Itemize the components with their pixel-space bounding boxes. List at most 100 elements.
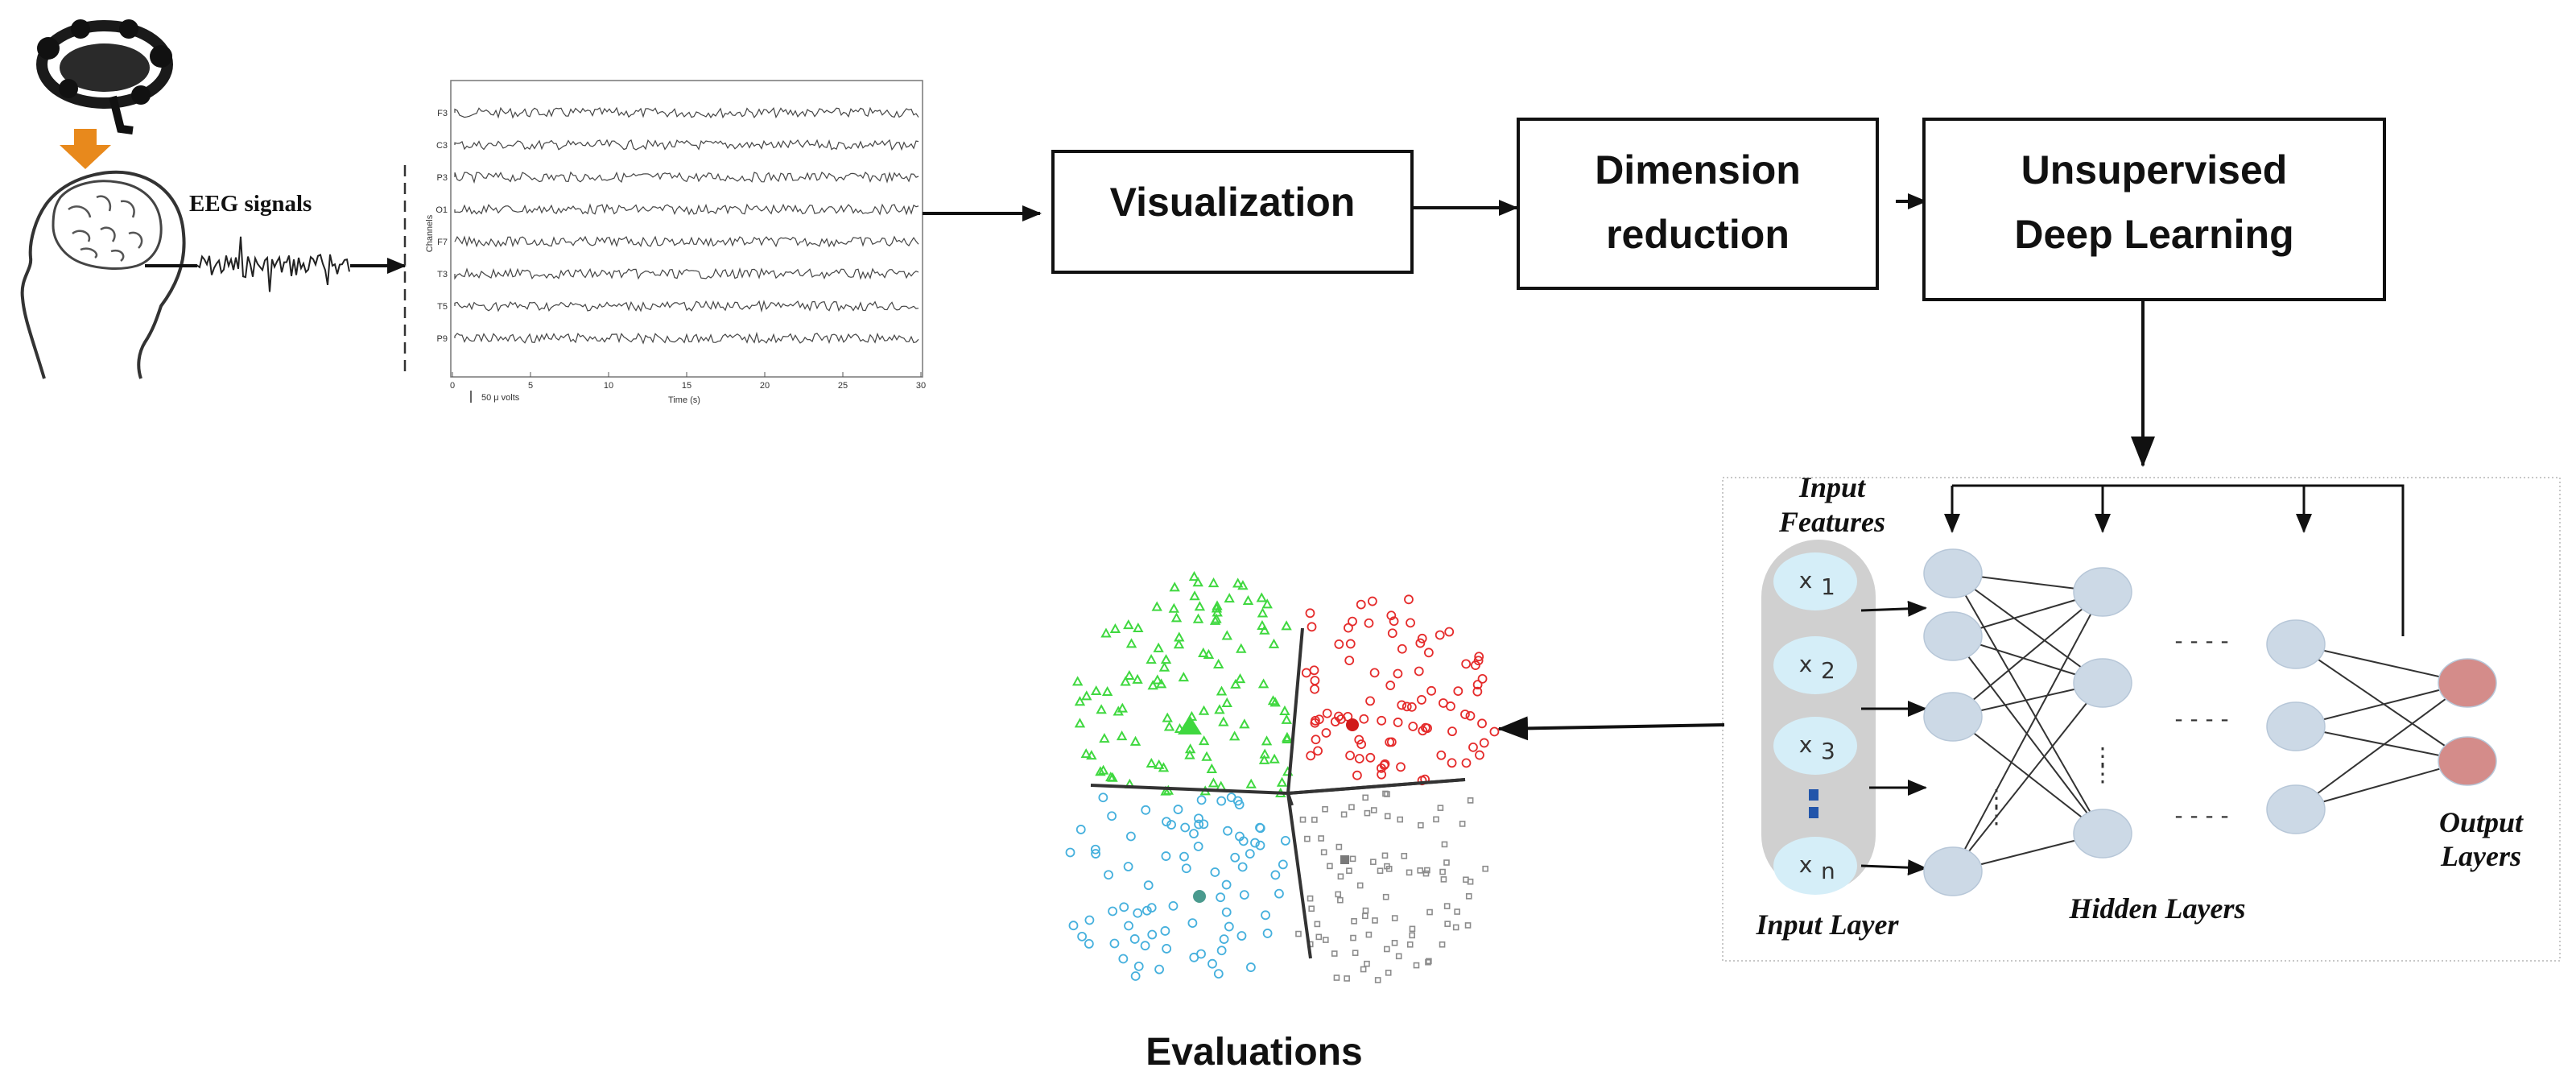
network-edge [2295, 760, 2468, 810]
cluster-point [1216, 796, 1227, 806]
x-tick-label: 25 [838, 381, 848, 391]
cluster-point [1304, 835, 1311, 842]
cluster-point [1161, 851, 1171, 861]
cluster-point [1198, 735, 1210, 746]
cluster-point [1130, 971, 1141, 981]
hidden-node [1923, 846, 1983, 896]
cluster-point [1147, 680, 1158, 690]
cluster-point [1071, 676, 1084, 686]
cluster-point [1140, 941, 1150, 951]
cluster-point [1109, 938, 1120, 949]
cluster-point [1141, 905, 1152, 916]
cluster-point [1345, 639, 1356, 649]
cluster-point [1447, 758, 1457, 768]
cluster-point [1099, 733, 1110, 743]
cluster-point [1406, 701, 1417, 712]
cluster-point [1370, 807, 1377, 813]
cluster-point [1109, 623, 1121, 634]
cluster-evaluation-plot [1065, 571, 1500, 983]
network-edge [1952, 682, 2103, 872]
eeg-headset-icon [36, 19, 173, 134]
cluster-point [1242, 594, 1254, 606]
cluster-point [1124, 921, 1133, 931]
cluster-point [1384, 863, 1390, 870]
hidden-col1-ellipsis: ⋮ [1985, 784, 2008, 811]
cluster-point [1337, 873, 1344, 880]
cluster-point [1188, 571, 1200, 581]
cluster-point [1198, 647, 1209, 657]
cluster-point [1386, 610, 1397, 621]
cluster-point [1337, 896, 1344, 904]
cluster-point [1173, 805, 1183, 814]
cluster-point [1467, 797, 1474, 804]
input-layer-label: Input Layer [1755, 908, 1899, 941]
cluster-point [1153, 642, 1164, 652]
cluster-point [1129, 934, 1140, 944]
cluster-point [1123, 862, 1133, 871]
cluster-point [1146, 903, 1157, 913]
cluster-point [1118, 954, 1129, 964]
cluster-point [1362, 794, 1368, 801]
cluster-point [1199, 819, 1209, 830]
cluster-point [1365, 931, 1373, 938]
cluster-point [1401, 853, 1408, 859]
eeg-channel-label: C3 [436, 141, 448, 151]
cluster-point [1184, 743, 1196, 754]
cluster-point [1299, 816, 1307, 823]
cluster-point [1221, 697, 1232, 707]
hidden-node [2073, 567, 2132, 617]
cluster-point [1471, 660, 1480, 670]
cluster-point [1418, 726, 1428, 736]
cluster-point [1365, 752, 1376, 763]
raw-eeg-waveform [196, 236, 350, 292]
cluster-point [1162, 712, 1173, 722]
cluster-point [1098, 792, 1108, 803]
cluster-point [1068, 921, 1079, 931]
cluster-point [1479, 738, 1489, 748]
cluster-point [1257, 607, 1269, 618]
network-edge [1952, 591, 2103, 718]
cluster-point [1311, 817, 1318, 823]
cluster-point [1091, 685, 1102, 696]
cluster-point [1281, 620, 1292, 631]
cluster-point [1439, 698, 1448, 708]
cluster-point [1465, 893, 1472, 900]
cluster-point [1437, 805, 1444, 811]
cluster-point [1382, 790, 1389, 797]
cluster-point [1245, 849, 1255, 859]
cluster-point [1256, 592, 1267, 602]
cluster-point [1346, 867, 1352, 875]
cluster-point [1340, 811, 1348, 818]
eeg-channel-trace [454, 267, 919, 280]
cluster-point [1221, 907, 1232, 917]
cluster-point [1482, 865, 1488, 872]
cluster-point [1444, 627, 1455, 637]
cluster-point [1393, 718, 1403, 727]
cluster-point [1360, 966, 1367, 973]
cluster-point [1384, 946, 1390, 953]
cluster-point [1116, 730, 1128, 741]
cluster-point [1489, 726, 1500, 737]
cluster-point [1236, 931, 1247, 941]
eeg-channel-label: F3 [437, 109, 448, 118]
cluster-point [1385, 681, 1396, 690]
x-tick-label: 15 [682, 381, 691, 391]
cluster-point [1464, 922, 1472, 929]
cluster-point [1090, 844, 1100, 854]
cluster-point [1178, 672, 1190, 682]
cluster-point [1311, 734, 1321, 745]
cluster-point [1443, 859, 1450, 866]
network-edge [1952, 591, 2103, 872]
hidden-col1-ellipsis: ⋮ [1985, 802, 2008, 829]
cluster-point [1257, 678, 1269, 689]
cluster-point [1261, 735, 1273, 746]
cluster-point [1212, 658, 1224, 668]
cluster-point [1473, 656, 1484, 666]
cluster-point [1387, 628, 1397, 639]
cluster-point [1268, 638, 1280, 648]
cluster-point [1334, 639, 1344, 649]
network-edge [1952, 573, 2103, 834]
network-edge [1952, 716, 2103, 834]
